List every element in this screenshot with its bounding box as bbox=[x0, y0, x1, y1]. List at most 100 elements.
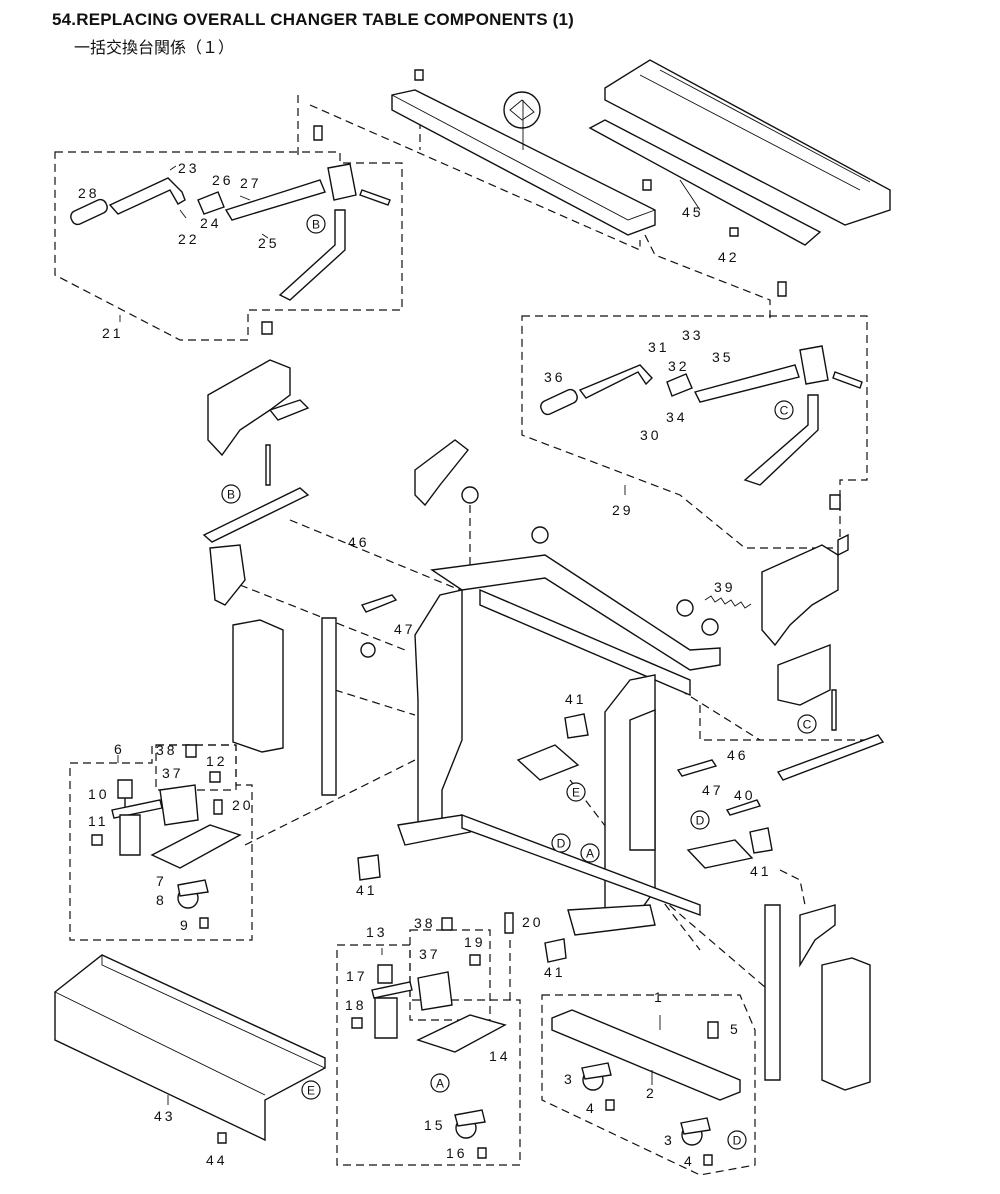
screw bbox=[169, 165, 269, 239]
callout-circle bbox=[430, 1073, 450, 1093]
clip-40 bbox=[725, 799, 761, 816]
callout-letter: A bbox=[436, 1077, 444, 1091]
top-plate-cutout bbox=[639, 69, 871, 191]
logo-badge bbox=[503, 91, 541, 129]
main-frame-cross-rail bbox=[479, 588, 691, 697]
main-frame-shelf bbox=[516, 744, 580, 781]
cross-plate-B bbox=[202, 487, 310, 543]
screw-44 bbox=[217, 1132, 227, 1144]
bracket-37 bbox=[159, 784, 199, 826]
callout-letter: D bbox=[557, 837, 566, 851]
callout-e: E bbox=[566, 782, 586, 802]
part-number-label: 23 bbox=[178, 160, 200, 176]
handle-bent-rod bbox=[278, 209, 346, 301]
guide-line bbox=[779, 869, 806, 906]
part-number-label: 30 bbox=[640, 427, 662, 443]
callout-circle bbox=[727, 1130, 747, 1150]
hinge-block-right bbox=[777, 643, 831, 706]
callout-b: B bbox=[306, 214, 326, 234]
callout-c: C bbox=[797, 714, 817, 734]
bolt bbox=[313, 125, 323, 141]
part-number-label: 4 bbox=[684, 1153, 695, 1169]
caster-mount bbox=[177, 879, 209, 897]
callout-letter: E bbox=[307, 1084, 315, 1098]
cover-43-fold bbox=[54, 955, 326, 1096]
leader-line bbox=[117, 100, 701, 1105]
plunger-body bbox=[374, 997, 398, 1039]
part-number-label: 6 bbox=[114, 741, 125, 757]
part-number-label: 38 bbox=[156, 742, 178, 758]
part-number-label: 2 bbox=[646, 1085, 657, 1101]
callout-letter: E bbox=[572, 786, 580, 800]
vertical-rail-left bbox=[321, 617, 337, 796]
part-number-label: 41 bbox=[356, 882, 378, 898]
cover-strip bbox=[588, 119, 822, 246]
handle-grip-28 bbox=[70, 198, 108, 226]
plunger-10 bbox=[117, 779, 133, 810]
sleeve-24 bbox=[197, 191, 225, 215]
part-number-label: 37 bbox=[162, 765, 184, 781]
bracket-37 bbox=[417, 971, 453, 1011]
handle-grip-36 bbox=[540, 388, 578, 416]
callout-d: D bbox=[690, 810, 710, 830]
screw bbox=[359, 189, 391, 206]
knob bbox=[676, 599, 694, 617]
handle-arm bbox=[578, 364, 653, 399]
part-number-label: 40 bbox=[734, 787, 756, 803]
part-number-label: 4 bbox=[586, 1100, 597, 1116]
callout-circle bbox=[797, 714, 817, 734]
bolt-5 bbox=[707, 1021, 719, 1039]
base-plate-1 bbox=[551, 1009, 741, 1101]
guide-line bbox=[239, 584, 406, 651]
callout-c: C bbox=[774, 400, 794, 420]
part-number-label: 39 bbox=[714, 579, 736, 595]
knob bbox=[531, 526, 549, 544]
main-frame-foot-D bbox=[686, 839, 754, 869]
labels-layer: 1233445678910111213141516171819202021222… bbox=[78, 160, 769, 1169]
callout-letter: A bbox=[586, 847, 594, 861]
part-number-label: 16 bbox=[446, 1145, 468, 1161]
bracket-right-low bbox=[799, 904, 836, 968]
guide-line bbox=[244, 759, 416, 846]
callout-letter: C bbox=[803, 718, 812, 732]
group-boundary-21 bbox=[54, 151, 403, 341]
part-number-label: 38 bbox=[414, 915, 436, 931]
part-number-label: 42 bbox=[718, 249, 740, 265]
bolt-12 bbox=[209, 771, 221, 783]
part-number-label: 34 bbox=[666, 409, 688, 425]
part-number-label: 45 bbox=[682, 204, 704, 220]
part-number-label: 46 bbox=[727, 747, 749, 763]
part-number-label: 26 bbox=[212, 172, 234, 188]
top-plate bbox=[604, 59, 891, 226]
part-number-label: 24 bbox=[200, 215, 222, 231]
bracket-38 bbox=[185, 744, 197, 758]
plate-7 bbox=[150, 824, 242, 869]
main-frame-right-inner bbox=[629, 708, 656, 851]
bolt bbox=[829, 494, 841, 510]
part-number-label: 36 bbox=[544, 369, 566, 385]
sleeve-32 bbox=[666, 373, 693, 397]
bolt bbox=[414, 69, 424, 81]
side-panel-right bbox=[821, 957, 871, 1091]
part-number-label: 33 bbox=[682, 327, 704, 343]
main-frame-top-rail bbox=[430, 554, 721, 671]
callout-circle bbox=[580, 843, 600, 863]
bolt-9 bbox=[199, 917, 209, 929]
callout-letter: D bbox=[733, 1134, 742, 1148]
cover-bracket bbox=[414, 439, 469, 507]
callout-letter: B bbox=[227, 488, 235, 502]
part-number-label: 5 bbox=[730, 1021, 741, 1037]
part-number-label: 9 bbox=[180, 917, 191, 933]
part-number-label: 19 bbox=[464, 934, 486, 950]
cross-plate-C bbox=[776, 734, 885, 781]
side-bracket-right bbox=[761, 544, 839, 647]
bolt-4 bbox=[605, 1099, 615, 1111]
caster-mount bbox=[680, 1117, 711, 1135]
part-number-label: 46 bbox=[348, 534, 370, 550]
vertical-rail-right bbox=[764, 904, 781, 1081]
bolt-38b bbox=[441, 917, 453, 931]
bolt bbox=[729, 227, 739, 237]
part-number-label: 47 bbox=[394, 621, 416, 637]
part-number-label: 18 bbox=[345, 997, 367, 1013]
